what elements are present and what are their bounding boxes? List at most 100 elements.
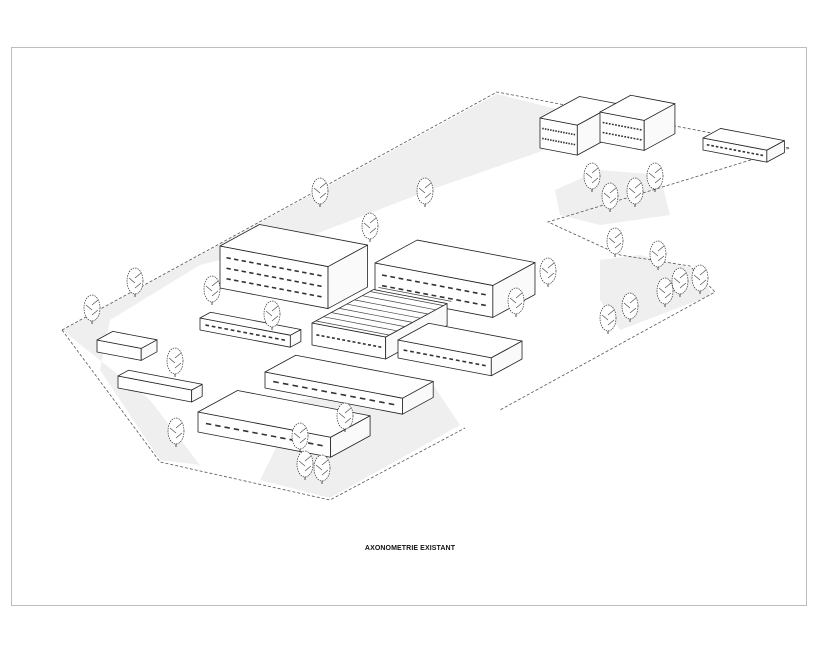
window — [286, 289, 292, 292]
tree-branch — [91, 309, 99, 316]
building-roof — [117, 369, 203, 391]
window — [233, 268, 239, 272]
tree-crown — [583, 162, 601, 190]
window — [217, 326, 222, 329]
tree-branch — [614, 242, 622, 249]
window — [317, 274, 322, 277]
tree-branch — [623, 302, 631, 309]
window — [362, 342, 366, 346]
sawtooth-roof-line — [315, 320, 390, 336]
sawtooth-roof-line — [354, 299, 429, 315]
window — [330, 391, 337, 395]
tree — [263, 300, 281, 330]
window — [255, 333, 260, 337]
tree-branch — [658, 287, 666, 294]
window — [381, 284, 387, 288]
tree-branch — [679, 272, 687, 279]
window — [309, 283, 315, 286]
window — [249, 332, 254, 335]
tree — [361, 212, 379, 242]
tree — [621, 292, 639, 322]
tree-branch — [321, 459, 329, 466]
tree-branch — [299, 437, 307, 444]
window — [316, 334, 320, 337]
tree-branch — [168, 357, 176, 364]
window — [256, 262, 262, 266]
building — [96, 330, 158, 361]
window — [436, 355, 441, 358]
window — [264, 264, 269, 267]
tree-crown — [336, 402, 354, 430]
window — [352, 340, 356, 344]
window — [243, 331, 248, 334]
tree — [583, 162, 601, 192]
tree-branch — [298, 460, 306, 467]
window — [423, 292, 429, 296]
window — [406, 289, 412, 293]
tree-branch — [607, 319, 615, 326]
tree-branch — [654, 167, 662, 174]
tree-crown — [691, 264, 709, 292]
window — [378, 400, 385, 404]
tree-branch — [134, 272, 142, 279]
window — [286, 278, 292, 282]
window — [294, 269, 300, 273]
window — [357, 341, 361, 345]
tree-branch — [634, 182, 642, 189]
tree-crown — [671, 267, 689, 295]
tree-branch — [609, 197, 617, 204]
window — [262, 335, 267, 338]
window — [403, 349, 408, 352]
window — [205, 324, 210, 327]
window — [294, 280, 300, 283]
window — [321, 389, 328, 393]
tree — [167, 417, 185, 447]
tree-branch — [664, 292, 672, 299]
window — [321, 335, 325, 338]
window — [429, 354, 434, 357]
tree-branch — [693, 274, 701, 281]
window — [398, 288, 404, 291]
building-roof — [397, 322, 523, 359]
window — [271, 276, 277, 279]
window — [226, 256, 231, 260]
tree-branch — [319, 192, 327, 199]
tree-crown — [621, 292, 639, 320]
sawtooth-roof-line — [323, 316, 397, 332]
tree-branch — [175, 422, 183, 429]
tree-branch — [629, 297, 637, 304]
tree — [606, 227, 624, 257]
window — [294, 290, 300, 294]
tree-branch — [211, 290, 219, 297]
tree-branch — [603, 192, 611, 199]
window — [390, 275, 396, 279]
tree-branch — [344, 417, 352, 424]
tree — [539, 257, 557, 287]
window — [372, 344, 377, 347]
window — [480, 293, 486, 296]
tree-branch — [547, 272, 555, 279]
tree-crown — [601, 182, 619, 210]
tree-branch — [679, 282, 687, 289]
window — [301, 292, 307, 295]
window — [249, 261, 254, 264]
tree — [691, 264, 709, 294]
window — [468, 361, 473, 364]
window — [331, 337, 335, 340]
tree-crown — [203, 275, 221, 303]
tree — [646, 162, 664, 192]
window — [455, 359, 460, 362]
tree-crown — [263, 300, 281, 328]
tree — [203, 275, 221, 305]
window — [233, 258, 239, 261]
tree-branch — [648, 172, 656, 179]
tree-branch — [319, 182, 327, 189]
tree-branch — [304, 455, 312, 462]
tree-crown — [167, 417, 185, 445]
window — [350, 395, 356, 399]
tree-branch — [591, 167, 599, 174]
window — [409, 350, 415, 353]
window — [249, 282, 254, 285]
tree-branch — [509, 297, 517, 304]
tree-crown — [83, 294, 101, 322]
